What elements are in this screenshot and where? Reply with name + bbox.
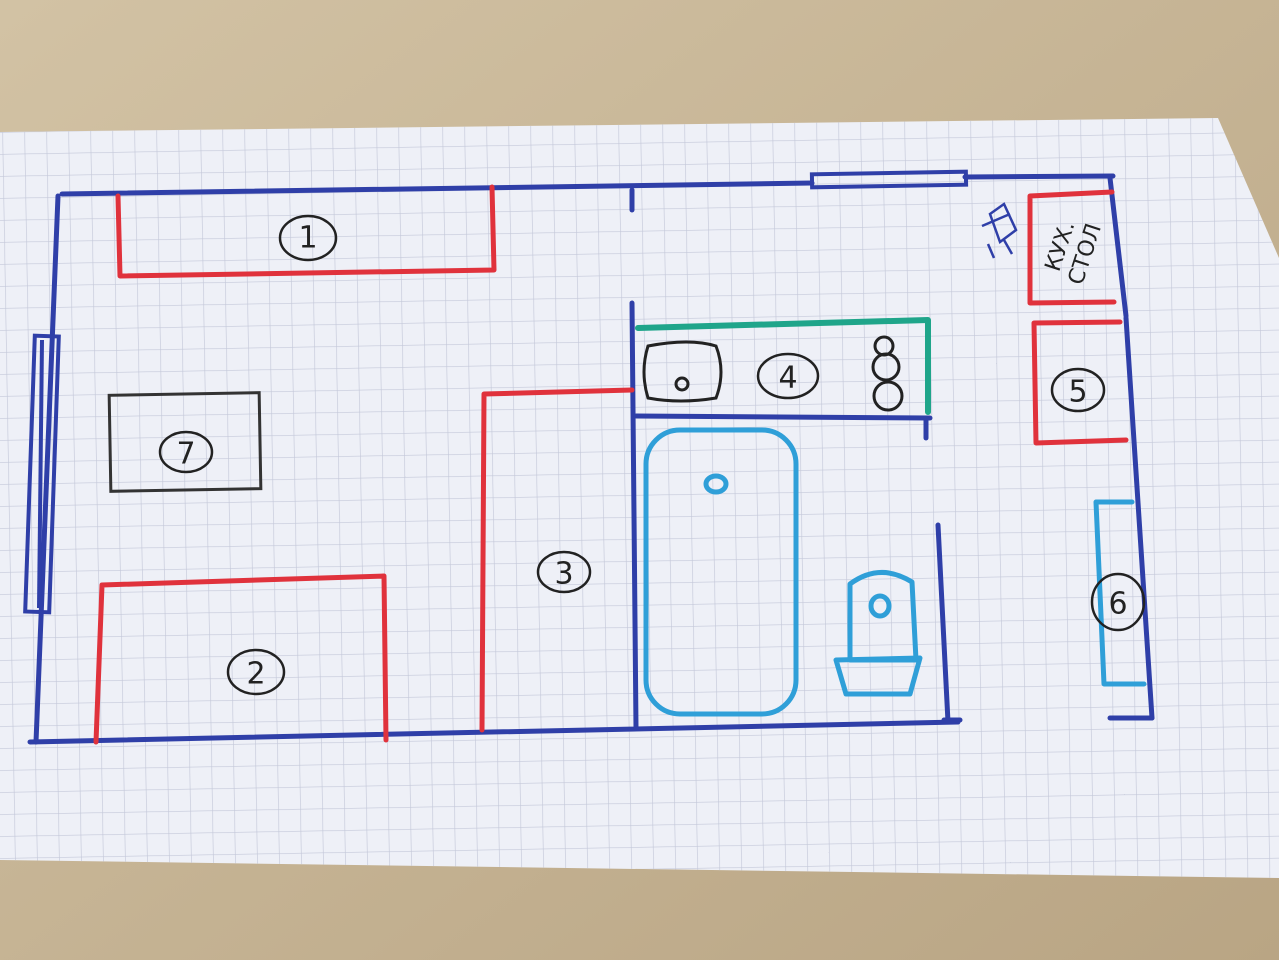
label-1: 1 [298,221,317,256]
wall-left [33,193,61,745]
label-circle-1 [278,214,338,262]
sink-drain-icon [674,376,690,392]
wall-top [59,180,815,197]
counter-4 [635,317,931,415]
stove-burner-icon [872,380,904,412]
label-circle-7 [158,430,214,474]
label-circle-6 [1090,572,1146,632]
label-6: 6 [1108,587,1127,622]
furniture-5 [1031,319,1129,446]
sink-icon [642,340,723,403]
furniture-7 [107,391,263,493]
chair-icon [981,202,1018,259]
label-3: 3 [554,557,573,592]
outer-walls [27,173,1155,745]
wall-right-lower [1123,315,1155,721]
wall-bottom [27,719,961,745]
item-label-texts: 1 2 3 4 5 6 7 [176,221,1127,692]
label-7: 7 [176,437,195,472]
bathroom-wall-left [629,300,639,731]
furniture-2 [93,573,389,745]
toilet-tank [833,655,923,697]
furniture-outlines [93,184,1129,745]
label-5: 5 [1068,375,1087,410]
stove-burner-icon [871,352,901,382]
furniture-1 [115,184,497,279]
item-labels [158,214,1146,696]
label-circle-2 [226,648,286,696]
furniture-3 [479,387,635,733]
plumbing [643,427,1147,717]
bathroom-wall-right [935,522,951,725]
toilet [847,570,919,663]
label-circle-4 [756,352,820,400]
toilet-drain-icon [868,593,892,619]
counter-4-contents [642,335,904,412]
label-2: 2 [246,657,265,692]
label-circle-5 [1050,367,1106,413]
bathtub [643,427,799,717]
graph-paper [0,118,1279,878]
window-top [809,169,969,190]
label-4: 4 [778,361,797,396]
bathtub-drain-icon [703,473,729,495]
furniture-6 [1093,499,1147,687]
wall-top-right [962,173,1116,180]
kitchen-table-frame [1027,189,1117,306]
wall-right [1107,175,1129,319]
window-left [23,333,61,615]
bathroom-wall-divider [633,413,933,421]
label-circle-3 [536,550,592,594]
